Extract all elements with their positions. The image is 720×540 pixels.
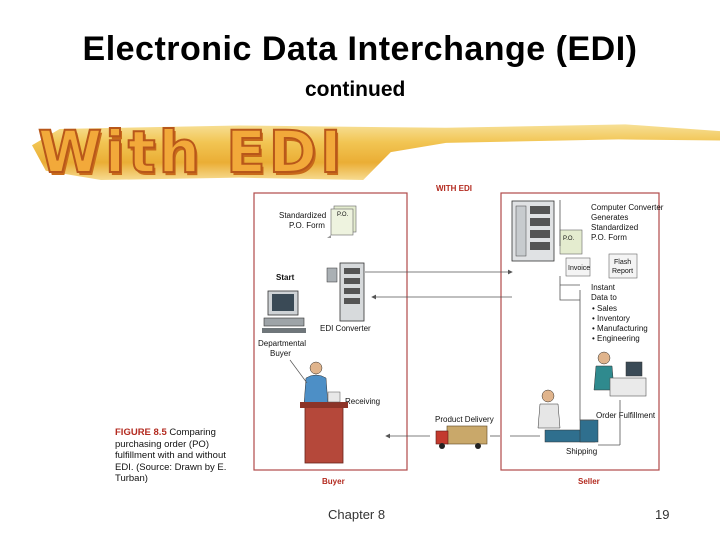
seller-po-doc-label: P.O. [563,236,575,242]
computer-converter-label-1: Computer Converter [591,203,664,212]
edi-converter-label: EDI Converter [320,324,371,333]
footer-chapter: Chapter 8 [328,507,386,522]
buyer-label: Buyer [322,477,345,486]
buyer-box [253,192,408,471]
order-fulfillment-label: Order Fulfillment [596,411,656,420]
computer-converter-label-4: P.O. Form [591,233,627,242]
product-delivery-label: Product Delivery [435,415,494,424]
flash-report-label-1: Flash [614,259,631,266]
seller-worker-icon [593,351,647,397]
computer-converter-label-3: Standardized [591,223,638,232]
buyer-computer-icon [262,290,306,333]
standardized-po-label-1: Standardized [279,211,326,220]
seller-box [500,192,660,471]
slide-subtitle: continued [305,78,406,101]
departmental-buyer-label-1: Departmental [258,339,306,348]
flow-connectors [365,200,621,446]
delivery-truck-icon [435,425,488,449]
instant-data-item-sales: • Sales [592,304,617,313]
shipping-label: Shipping [566,447,597,456]
instant-data-item-manufacturing: • Manufacturing [592,324,648,333]
figure-number: FIGURE 8.5 [115,427,167,438]
flash-report-document-icon [608,253,638,279]
invoice-label: Invoice [568,265,590,272]
po-document-icon: P.O. [327,205,357,238]
po-doc-label: P.O. [337,212,349,218]
invoice-document-icon [565,257,591,277]
seller-po-document-icon: P.O. [559,229,583,255]
footer-page-number: 19 [655,507,670,522]
receiving-desk-icon [300,391,348,464]
start-label: Start [276,273,295,282]
instant-data-item-engineering: • Engineering [592,334,640,343]
figure-caption-text: Comparing purchasing order (PO) fulfillm… [115,427,227,484]
instant-data-label-2: Data to [591,293,617,302]
seller-server-icon [511,200,555,262]
instant-data-item-inventory: • Inventory [592,314,630,323]
instant-data-label-1: Instant [591,283,616,292]
departmental-buyer-label-2: Buyer [270,349,291,358]
figure-header: WITH EDI [436,184,472,193]
slide-title: Electronic Data Interchange (EDI) [82,30,638,68]
buyer-person-icon [303,361,329,406]
banner-heading: With EDI [37,117,345,187]
seller-label: Seller [578,477,600,486]
figure-caption: FIGURE 8.5 Comparing purchasing order (P… [115,427,243,485]
receiving-label: Receiving [345,397,380,406]
shipping-worker-icon [537,389,599,443]
flash-report-label-2: Report [612,268,633,275]
standardized-po-label-2: P.O. Form [289,221,325,230]
edi-converter-server-icon [326,262,365,322]
computer-converter-label-2: Generates [591,213,628,222]
